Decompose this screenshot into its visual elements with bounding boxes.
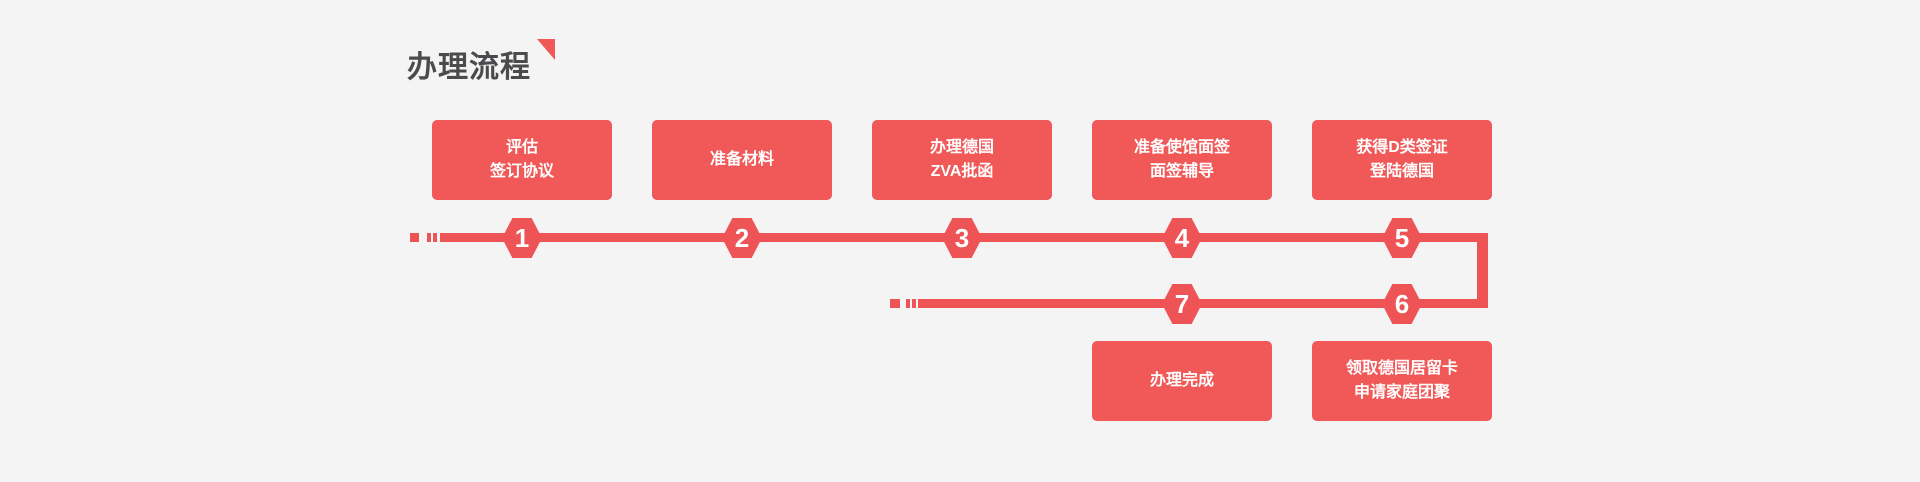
step-marker-3-number: 3	[954, 223, 970, 253]
timeline-row2-dash	[912, 299, 916, 308]
step-box-5: 获得D类签证 登陆德国	[1312, 120, 1492, 200]
timeline-row2-dash	[906, 299, 910, 308]
step-marker-6-number: 6	[1394, 289, 1410, 319]
step-marker-4-number: 4	[1174, 223, 1190, 253]
step-box-1: 评估 签订协议	[432, 120, 612, 200]
step-marker-1: 1	[502, 218, 542, 258]
step-marker-2: 2	[722, 218, 762, 258]
step-box-7: 办理完成	[1092, 341, 1272, 421]
timeline-row2-line	[918, 299, 1488, 308]
step-box-6: 领取德国居留卡 申请家庭团聚	[1312, 341, 1492, 421]
step-box-7-label: 办理完成	[1149, 372, 1214, 389]
timeline-connector	[1477, 233, 1488, 308]
step-box-4-label: 准备使馆面签 面签辅导	[1133, 139, 1230, 180]
step-marker-3: 3	[942, 218, 982, 258]
step-marker-6: 6	[1382, 284, 1422, 324]
timeline-row1-dash	[427, 233, 431, 242]
step-box-2: 准备材料	[652, 120, 832, 200]
step-box-6-label: 领取德国居留卡 申请家庭团聚	[1345, 360, 1458, 401]
step-box-1-label: 评估 签订协议	[489, 139, 554, 180]
timeline-row2-dash	[890, 299, 900, 308]
timeline-row1-dash	[433, 233, 437, 242]
step-marker-4: 4	[1162, 218, 1202, 258]
step-box-2-label: 准备材料	[709, 151, 774, 168]
step-marker-2-number: 2	[734, 223, 750, 253]
step-box-3-label: 办理德国 ZVA批函	[929, 139, 994, 180]
section-title: 办理流程	[407, 51, 531, 84]
step-marker-7-number: 7	[1174, 289, 1190, 319]
timeline-row1-dash	[410, 233, 419, 242]
step-box-4: 准备使馆面签 面签辅导	[1092, 120, 1272, 200]
step-marker-7: 7	[1162, 284, 1202, 324]
step-box-3: 办理德国 ZVA批函	[872, 120, 1052, 200]
folded-corner-icon	[537, 39, 555, 60]
step-marker-5-number: 5	[1394, 223, 1410, 253]
step-box-5-label: 获得D类签证 登陆德国	[1356, 139, 1448, 180]
step-marker-5: 5	[1382, 218, 1422, 258]
step-marker-1-number: 1	[514, 223, 530, 253]
